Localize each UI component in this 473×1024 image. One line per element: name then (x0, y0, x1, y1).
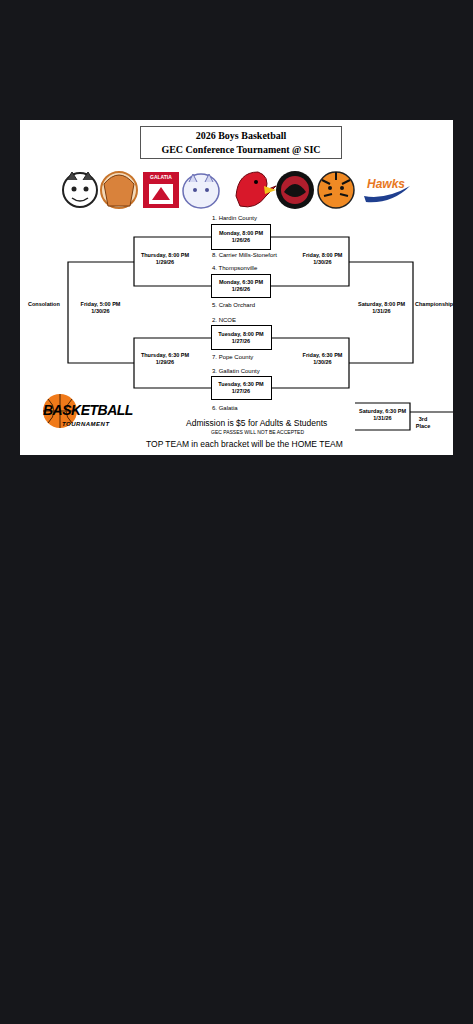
game-time: Friday, 8:00 PM 1/30/26 (299, 252, 346, 265)
game-box: Tuesday, 8:00 PM 1/27/26 (211, 325, 272, 350)
game-time: Thursday, 8:00 PM 1/29/26 (138, 252, 192, 265)
title-text: 2026 Boys Basketball (196, 129, 287, 143)
game-box: Monday, 6:30 PM 1/26/26 (211, 274, 271, 298)
emblem-text: BASKETBALL (43, 402, 133, 419)
game-time: Monday, 8:00 PM 1/26/26 (216, 230, 266, 244)
game-time: Tuesday, 6:30 PM 1/27/26 (216, 381, 267, 395)
game-time: Saturday, 8:00 PM 1/31/26 (355, 301, 408, 314)
round-name: Championship (415, 301, 453, 308)
game-box: Tuesday, 6:30 PM 1/27/26 (211, 376, 272, 400)
round-name: Consolation (28, 301, 60, 308)
game-time: Thursday, 6:30 PM 1/29/26 (138, 352, 192, 365)
note-text: GEC PASSES WILL NOT BE ACCEPTED (211, 429, 304, 435)
team-name: 6. Galatia (212, 405, 238, 412)
round-name: 3rd Place (413, 416, 433, 429)
note-text: Admission is $5 for Adults & Students (186, 418, 327, 428)
team-name: 2. NCOE (212, 317, 236, 324)
title-text: GEC Conference Tournament @ SIC (161, 143, 320, 157)
game-time: Monday, 6:30 PM 1/26/26 (216, 279, 266, 293)
game-time: Saturday, 6:30 PM 1/31/26 (356, 408, 409, 421)
game-time: Friday, 6:30 PM 1/30/26 (299, 352, 346, 365)
team-name: 5. Crab Orchard (212, 302, 255, 309)
game-time: Friday, 5:00 PM 1/30/26 (77, 301, 124, 314)
team-name: 1. Hardin County (212, 215, 257, 222)
logo-text: Hawks (367, 177, 405, 191)
title-box: 2026 Boys BasketballGEC Conference Tourn… (140, 126, 342, 159)
note-text: TOP TEAM in each bracket will be the HOM… (146, 439, 343, 449)
logo-text: GALATIA (150, 174, 172, 180)
team-name: 8. Carrier Mills-Stonefort (212, 252, 277, 259)
game-time: Tuesday, 8:00 PM 1/27/26 (216, 331, 267, 345)
game-box: Monday, 8:00 PM 1/26/26 (211, 224, 271, 250)
team-name: 3. Gallatin County (212, 368, 260, 375)
team-name: 4. Thompsonville (212, 265, 257, 272)
bracket-lines (68, 237, 453, 430)
emblem-text: TOURNAMENT (62, 421, 110, 428)
team-name: 7. Pope County (212, 354, 253, 361)
team-logos (63, 171, 410, 209)
poster-panel (20, 120, 453, 455)
